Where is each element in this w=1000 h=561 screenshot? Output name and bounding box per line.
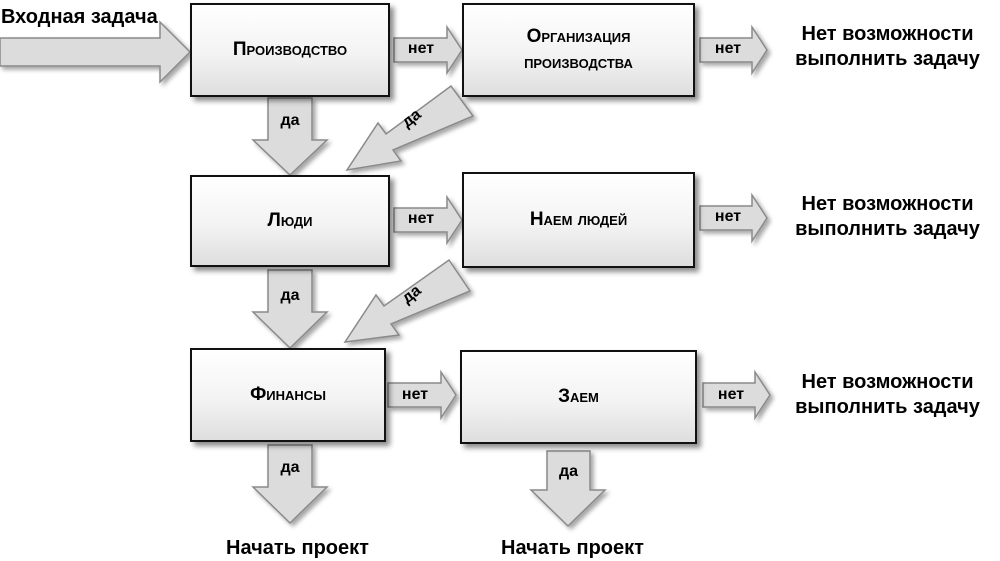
arrow-finance-no	[387, 369, 457, 421]
outcome-line: Нет возможности	[801, 23, 974, 45]
outcome-line: выполнить задачу	[795, 396, 980, 418]
outcome-line: Нет возможности	[801, 193, 974, 215]
box-production: Производство	[190, 3, 390, 97]
arrow-production-yes	[251, 97, 329, 177]
outcome-line: выполнить задачу	[795, 48, 980, 70]
label-no: нет	[401, 386, 429, 403]
label-yes: да	[280, 287, 300, 304]
input-task-label: Входная задача	[1, 6, 158, 28]
label-no: нет	[714, 208, 742, 225]
outcome-start-project: Начать проект	[226, 537, 369, 559]
box-loan: Заем	[460, 350, 697, 444]
arrow-production-no	[393, 24, 463, 76]
outcome-no-possibility: Нет возможности выполнить задачу	[770, 22, 1000, 72]
input-arrow	[0, 20, 192, 84]
label-no: нет	[407, 40, 435, 57]
box-finance: Финансы	[190, 348, 386, 442]
arrow-people-no	[393, 194, 463, 246]
arrow-org-yes	[345, 84, 475, 172]
arrow-finance-yes	[251, 444, 329, 525]
label-yes: да	[280, 459, 300, 476]
outcome-no-possibility: Нет возможности выполнить задачу	[770, 192, 1000, 242]
outcome-line: Нет возможности	[801, 371, 974, 393]
label-yes: да	[558, 463, 579, 480]
box-hiring: Наем людей	[462, 172, 695, 268]
label-no: нет	[714, 40, 742, 57]
arrow-people-yes	[251, 269, 329, 350]
label-yes: да	[280, 112, 300, 129]
box-people: Люди	[190, 175, 390, 267]
box-org-production: Организация производства	[462, 3, 695, 97]
label-no: нет	[407, 210, 435, 227]
arrow-loan-no	[702, 369, 771, 421]
outcome-no-possibility: Нет возможности выполнить задачу	[770, 370, 1000, 420]
arrow-org-no	[699, 24, 768, 76]
arrow-hiring-yes	[343, 258, 472, 343]
outcome-start-project: Начать проект	[501, 537, 644, 559]
arrow-loan-yes	[529, 450, 607, 528]
arrow-hiring-no	[699, 192, 768, 244]
outcome-line: выполнить задачу	[795, 218, 980, 240]
label-no: нет	[717, 386, 745, 403]
